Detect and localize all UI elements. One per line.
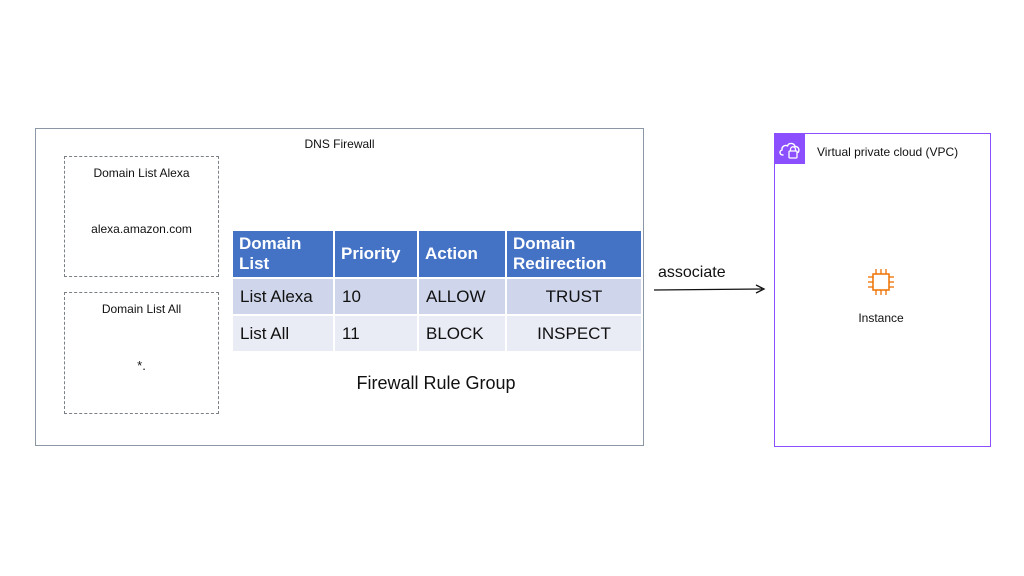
- cell-domain-redirection: TRUST: [507, 279, 641, 314]
- instance-label: Instance: [858, 311, 904, 325]
- header-action: Action: [419, 231, 505, 277]
- domain-list-all-title: Domain List All: [101, 302, 182, 316]
- cell-priority: 11: [335, 316, 417, 351]
- domain-list-all-value: *.: [137, 358, 146, 373]
- associate-arrow: [653, 284, 766, 294]
- dns-firewall-box: [35, 128, 644, 446]
- vpc-cloud-lock-icon: [775, 134, 805, 164]
- cell-action: BLOCK: [419, 316, 505, 351]
- header-priority: Priority: [335, 231, 417, 277]
- rule-table-header-row: Domain List Priority Action Domain Redir…: [233, 231, 641, 277]
- domain-list-alexa-title: Domain List Alexa: [93, 166, 190, 180]
- header-domain-list: Domain List: [233, 231, 333, 277]
- domain-list-all-box: [64, 292, 219, 414]
- cell-domain-list: List All: [233, 316, 333, 351]
- table-row: List Alexa 10 ALLOW TRUST: [233, 279, 641, 314]
- domain-list-alexa-value: alexa.amazon.com: [91, 222, 192, 236]
- ec2-instance-chip-icon: [868, 269, 894, 295]
- table-row: List All 11 BLOCK INSPECT: [233, 316, 641, 351]
- cell-priority: 10: [335, 279, 417, 314]
- cell-domain-redirection: INSPECT: [507, 316, 641, 351]
- cell-domain-list: List Alexa: [233, 279, 333, 314]
- vpc-box: [774, 133, 991, 447]
- header-domain-redirection: Domain Redirection: [507, 231, 641, 277]
- associate-label: associate: [658, 264, 726, 281]
- dns-firewall-title: DNS Firewall: [304, 137, 375, 151]
- vpc-title: Virtual private cloud (VPC): [817, 145, 959, 159]
- cell-action: ALLOW: [419, 279, 505, 314]
- domain-list-alexa-box: [64, 156, 219, 277]
- firewall-rule-table: Domain List Priority Action Domain Redir…: [231, 229, 643, 353]
- firewall-rule-group-label: Firewall Rule Group: [356, 373, 516, 393]
